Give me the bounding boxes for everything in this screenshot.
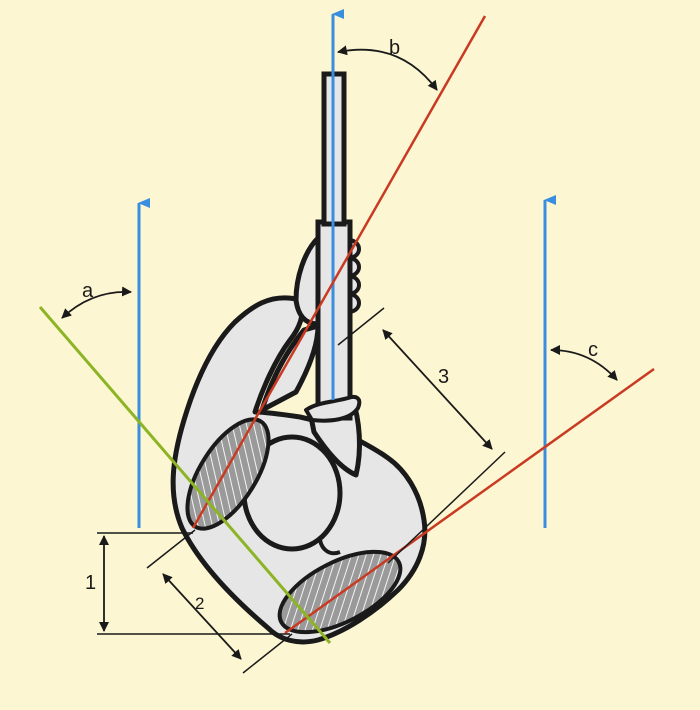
angle-a-arc — [61, 286, 132, 319]
angle-c-label: c — [588, 339, 598, 361]
angle-b-arc — [337, 45, 438, 91]
angle-b-label: b — [389, 37, 400, 59]
reference-lines — [38, 9, 655, 644]
foot-line — [284, 367, 655, 635]
dim-1-label: 1 — [85, 572, 96, 594]
dim-2-label: 2 — [195, 594, 204, 613]
golfer-neck — [318, 539, 341, 556]
shoulder-line — [191, 15, 487, 529]
annotations — [61, 45, 618, 674]
labels: a b c 1 2 3 — [82, 37, 598, 613]
dim-3-arrow — [382, 329, 493, 450]
dim-2-ext-bottom — [242, 633, 293, 674]
golfer-thumb — [304, 394, 362, 423]
angle-c-arc — [550, 345, 618, 381]
dim-2-arrow — [162, 573, 242, 660]
dim-2-ext-top — [146, 529, 196, 569]
dim-3-label: 3 — [438, 366, 449, 388]
angle-a-label: a — [82, 280, 94, 302]
dim-3-ext-bottom — [387, 451, 506, 564]
dim-3-ext-top — [337, 307, 385, 346]
golfer-arm — [259, 323, 321, 413]
golfer-figure — [170, 295, 428, 645]
stance-line — [38, 306, 332, 644]
golfer-hand — [293, 235, 321, 327]
